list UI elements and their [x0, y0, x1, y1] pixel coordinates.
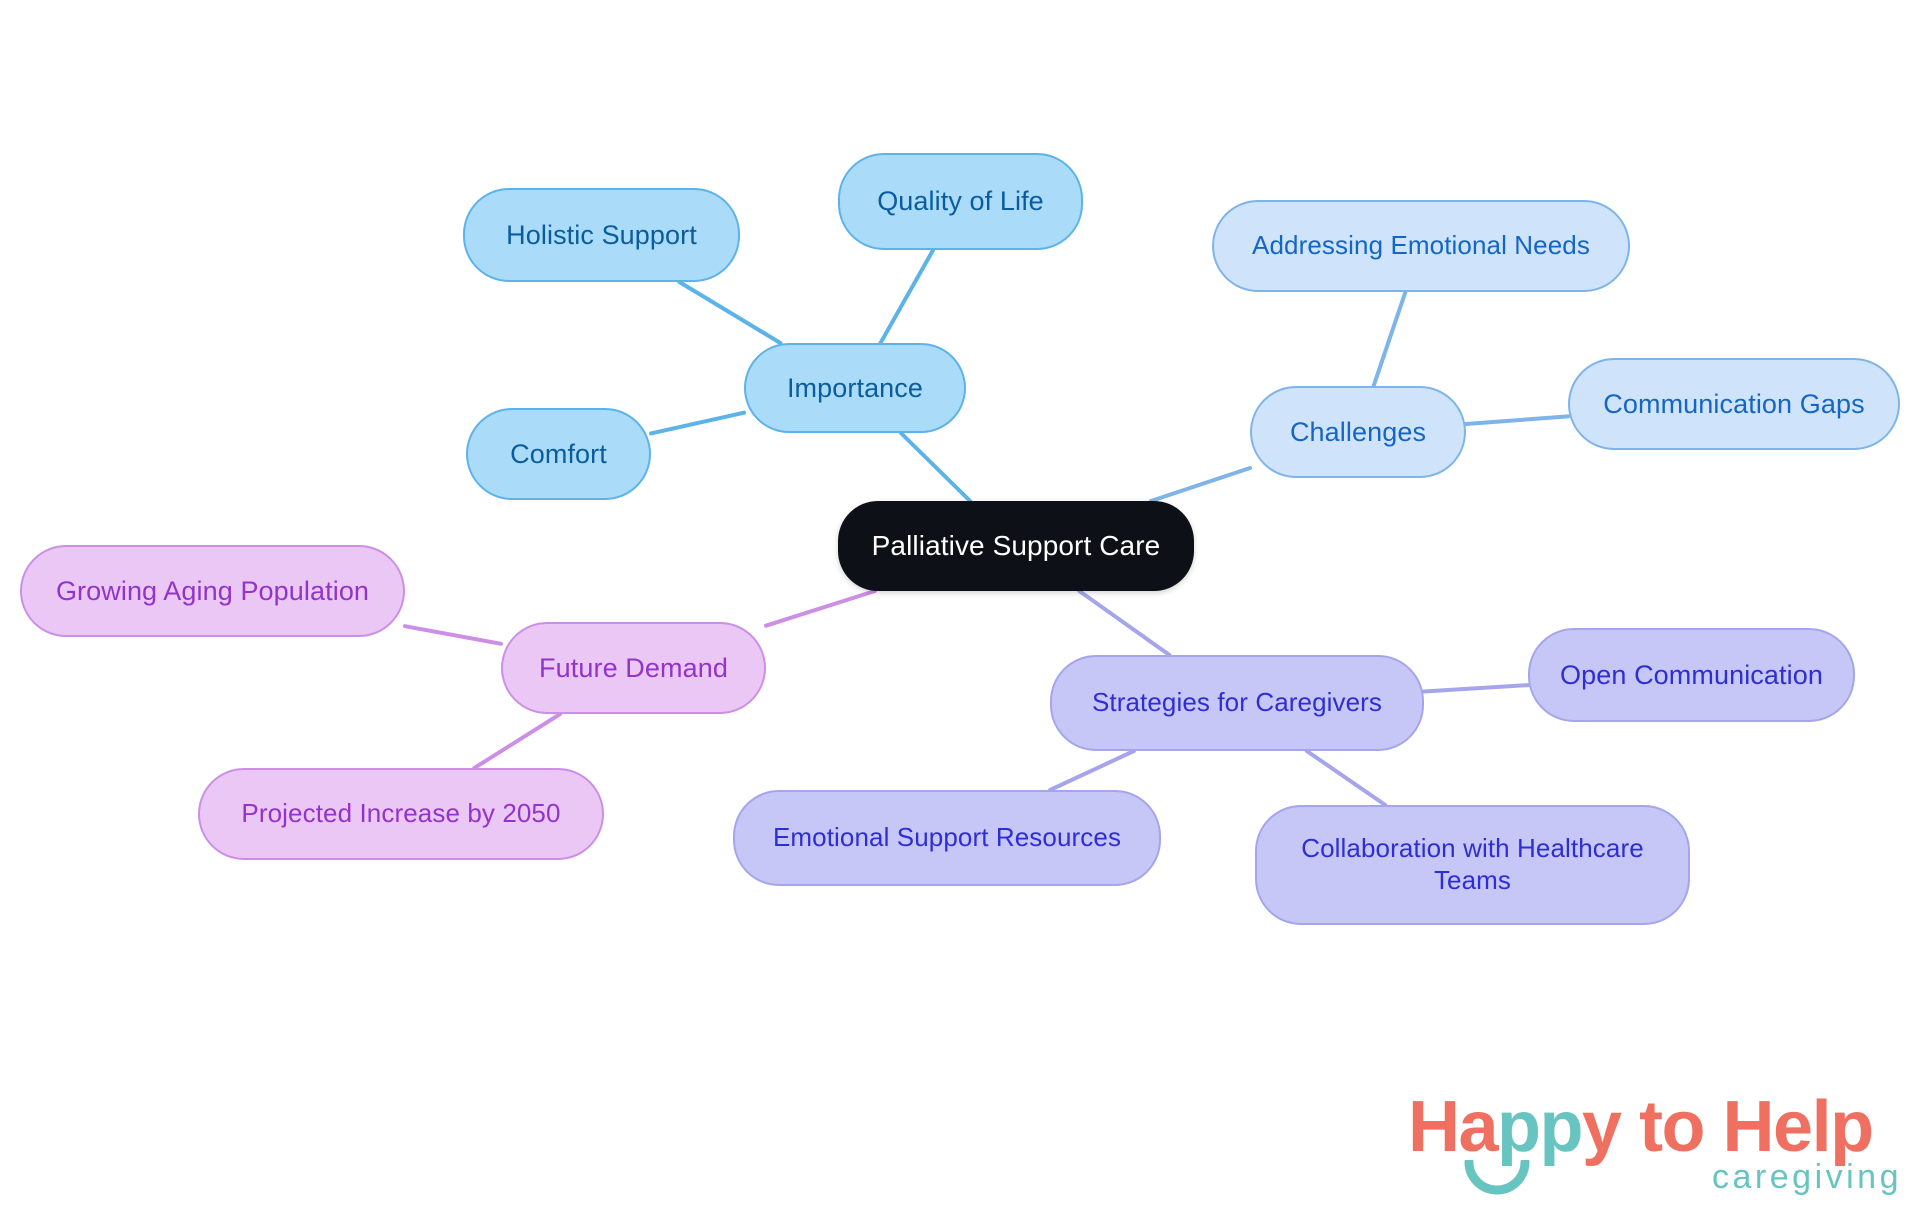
- logo-part-pp: pp: [1497, 1087, 1583, 1167]
- edge-importance-to-holistic-support: [677, 280, 783, 345]
- node-label: Palliative Support Care: [871, 529, 1161, 561]
- mindmap-node-holistic-support[interactable]: Holistic Support: [463, 188, 740, 282]
- edge-strategies-for-caregivers-to-emotional-support-resources: [1048, 749, 1136, 792]
- logo-part-ha: Ha: [1408, 1087, 1499, 1167]
- edge-root-to-future-demand: [764, 589, 877, 628]
- edge-challenges-to-communication-gaps: [1464, 414, 1570, 426]
- node-label: Comfort: [510, 438, 607, 469]
- mindmap-node-challenges[interactable]: Challenges: [1250, 386, 1466, 478]
- node-label: Challenges: [1289, 416, 1427, 447]
- edge-strategies-for-caregivers-to-collaboration-with-healthcare-teams: [1304, 749, 1388, 807]
- edge-future-demand-to-growing-aging-population: [403, 624, 503, 646]
- node-label: Future Demand: [539, 652, 728, 683]
- mindmap-node-root[interactable]: Palliative Support Care: [838, 501, 1194, 591]
- mindmap-node-quality-of-life[interactable]: Quality of Life: [838, 153, 1083, 250]
- edge-importance-to-quality-of-life: [878, 248, 936, 345]
- node-label: Emotional Support Resources: [772, 822, 1122, 853]
- node-label: Addressing Emotional Needs: [1252, 230, 1590, 261]
- edge-root-to-strategies-for-caregivers: [1077, 589, 1172, 657]
- node-label: Open Communication: [1560, 659, 1823, 690]
- mindmap-node-collaboration-with-healthcare-teams[interactable]: Collaboration with Healthcare Teams: [1255, 805, 1690, 925]
- mindmap-node-comfort[interactable]: Comfort: [466, 408, 651, 500]
- node-label: Collaboration with Healthcare Teams: [1301, 833, 1644, 895]
- edge-root-to-challenges: [1149, 466, 1252, 503]
- mindmap-node-strategies-for-caregivers[interactable]: Strategies for Caregivers: [1050, 655, 1424, 751]
- edge-root-to-importance: [898, 431, 973, 503]
- node-label: Projected Increase by 2050: [241, 798, 561, 829]
- mindmap-node-emotional-support-resources[interactable]: Emotional Support Resources: [733, 790, 1161, 886]
- mindmap-node-growing-aging-population[interactable]: Growing Aging Population: [20, 545, 405, 637]
- edge-importance-to-comfort: [649, 410, 746, 436]
- mindmap-node-importance[interactable]: Importance: [744, 343, 966, 433]
- node-label: Communication Gaps: [1603, 388, 1865, 419]
- logo-wordmark: Happy to Help: [1408, 1086, 1874, 1168]
- mindmap-node-open-communication[interactable]: Open Communication: [1528, 628, 1855, 722]
- node-label: Strategies for Caregivers: [1091, 687, 1383, 718]
- mindmap-node-projected-increase-by-2050[interactable]: Projected Increase by 2050: [198, 768, 604, 860]
- logo-part-y-to-help: y to Help: [1582, 1087, 1874, 1167]
- edge-future-demand-to-projected-increase-by-2050: [472, 712, 563, 770]
- mindmap-node-future-demand[interactable]: Future Demand: [501, 622, 766, 714]
- edge-challenges-to-addressing-emotional-needs: [1371, 290, 1408, 388]
- mindmap-node-communication-gaps[interactable]: Communication Gaps: [1568, 358, 1900, 450]
- brand-logo: Happy to Help caregiving: [1408, 1086, 1908, 1211]
- node-label: Holistic Support: [506, 219, 697, 250]
- logo-smile-icon: [1464, 1160, 1530, 1195]
- node-label: Importance: [786, 372, 924, 403]
- edge-strategies-for-caregivers-to-open-communication: [1422, 683, 1530, 694]
- mindmap-node-addressing-emotional-needs[interactable]: Addressing Emotional Needs: [1212, 200, 1630, 292]
- node-label: Growing Aging Population: [55, 575, 370, 606]
- logo-tagline: caregiving: [1712, 1158, 1902, 1196]
- node-label: Quality of Life: [877, 186, 1044, 217]
